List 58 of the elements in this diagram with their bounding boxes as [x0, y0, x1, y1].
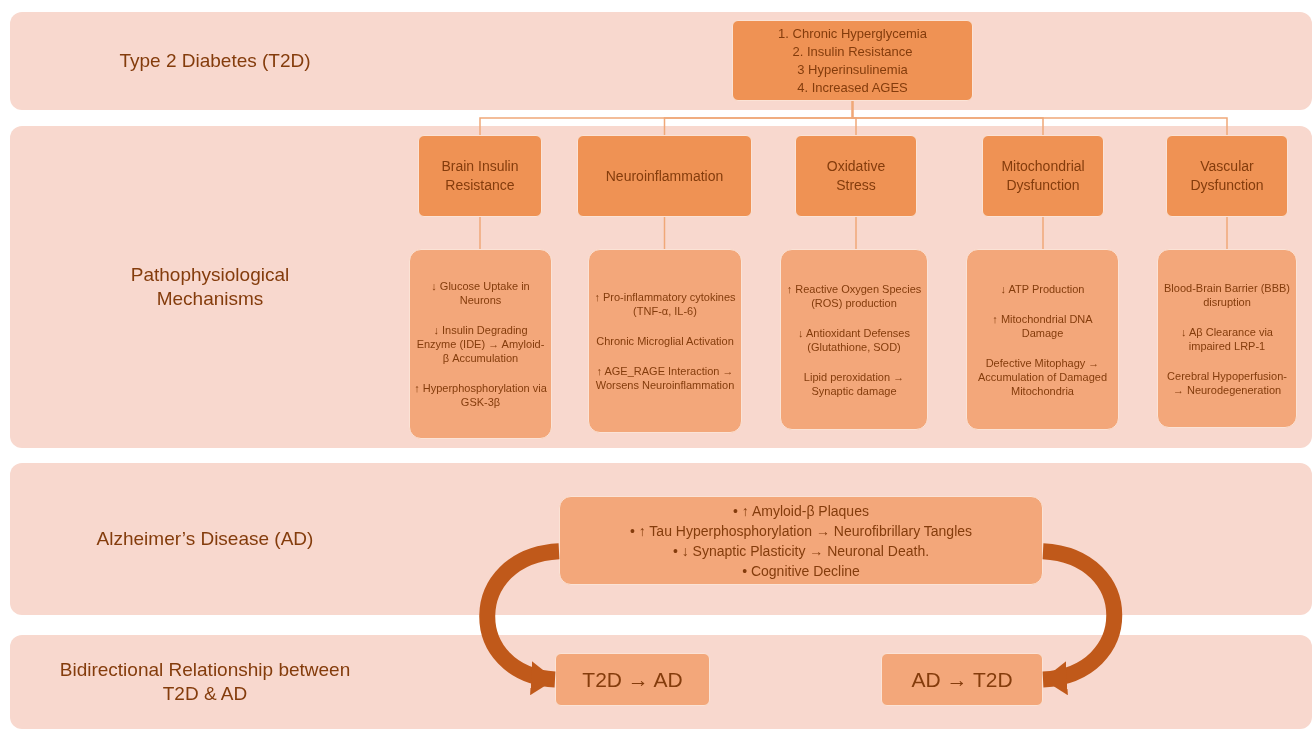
detail-text: Chronic Microglial Activation [596, 334, 734, 348]
mechanism-box [1166, 135, 1288, 217]
detail-text: ↓ Antioxidant Defenses (Glutathione, SOD) [797, 325, 911, 354]
detail-text: Lipid peroxidation → Synaptic damage [802, 369, 906, 398]
section-heading: Pathophysiological Mechanisms [129, 263, 291, 311]
connector-line [663, 216, 666, 250]
mechanism-box [795, 135, 917, 217]
relation-box [881, 653, 1043, 706]
box-text: Oxidative Stress [825, 157, 887, 195]
detail-text: ↑ Mitochondrial DNA Damage [991, 311, 1094, 340]
mechanism-box [418, 135, 542, 217]
box-text: 3 Hyperinsulinemia [797, 60, 908, 79]
detail-box [588, 249, 742, 433]
detail-text: Blood-Brain Barrier (BBB) disruption [1163, 280, 1291, 309]
detail-box [409, 249, 552, 439]
detail-box [966, 249, 1119, 430]
box-text: 1. Chronic Hyperglycemia [778, 24, 927, 43]
section-band [10, 12, 1312, 110]
detail-text: ↑ Pro-inflammatory cytokines (TNF-α, IL-6) [593, 290, 737, 318]
box-text: Vascular Dysfunction [1189, 157, 1265, 195]
bullet-item: • ↑ Tau Hyperphosphorylation → Neurofibrillary Tangles [629, 521, 973, 541]
detail-text: Defective Mitophagy → Accumulation of Damaged Mitochondria [977, 355, 1108, 398]
detail-text: ↓ ATP Production [1000, 281, 1085, 296]
outcome-box [559, 496, 1043, 585]
connector-line [1042, 216, 1044, 250]
detail-text: ↑ Hyperphosphorylation via GSK-3β [414, 381, 547, 409]
bullet-item: • ↑ Amyloid-β Plaques [732, 501, 870, 521]
box-text: AD → T2D [911, 666, 1013, 693]
box-text: Mitochondrial Dysfunction [1001, 157, 1085, 195]
mechanism-box [577, 135, 752, 217]
box-text: 2. Insulin Resistance [792, 42, 913, 61]
box-text: T2D → AD [582, 666, 683, 693]
box-text: 4. Increased AGES [797, 78, 908, 97]
detail-text: ↑ AGE_RAGE Interaction → Worsens Neuroinflammation [594, 364, 736, 392]
detail-text: ↓ Insulin Degrading Enzyme (IDE) → Amyloid-β Accumulation [415, 323, 546, 365]
section-heading: Type 2 Diabetes (T2D) [118, 49, 312, 73]
detail-text: Cerebral Hypoperfusion- → Neurodegeneration [1166, 368, 1288, 397]
relation-box [555, 653, 710, 706]
box-text: Neuroinflammation [605, 166, 724, 186]
connector-line [851, 100, 1228, 136]
bullet-item: • ↓ Synaptic Plasticity → Neuronal Death. [671, 541, 931, 561]
detail-text: ↓ Glucose Uptake in Neurons [430, 279, 531, 307]
detail-box [780, 249, 928, 430]
connector-line [479, 216, 481, 250]
section-heading: Alzheimer’s Disease (AD) [95, 527, 315, 551]
section-band [10, 126, 1312, 448]
mechanism-box [982, 135, 1104, 217]
cause-box [732, 20, 973, 101]
detail-box [1157, 249, 1297, 428]
detail-text: ↓ Aβ Clearance via impaired LRP-1 [1180, 324, 1274, 353]
section-band [10, 463, 1312, 615]
connector-line [1226, 216, 1228, 250]
connector-line [855, 216, 857, 250]
detail-text: ↑ Reactive Oxygen Species (ROS) production [785, 281, 923, 310]
section-heading: Bidirectional Relationship between T2D & AD [58, 658, 352, 706]
section-band [10, 635, 1312, 729]
bullet-item: • Cognitive Decline [741, 561, 861, 581]
box-text: Brain Insulin Resistance [440, 157, 520, 195]
